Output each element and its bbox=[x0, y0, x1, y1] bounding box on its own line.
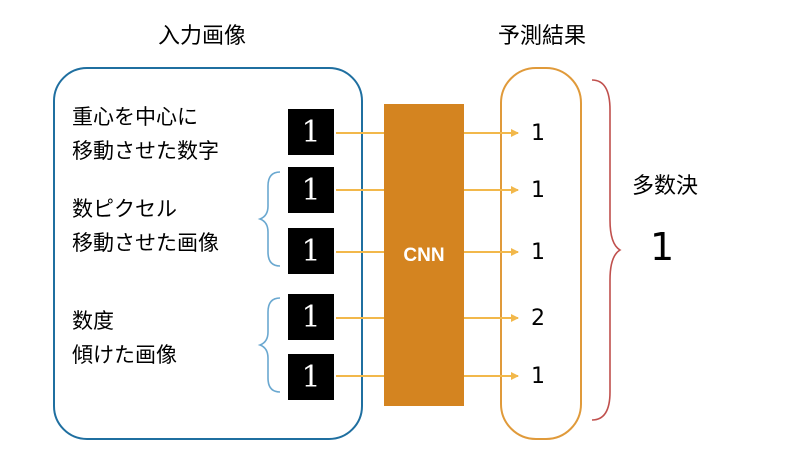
digit-thumbnail: 1 bbox=[288, 228, 334, 274]
group-label-rotated: 数度 傾けた画像 bbox=[72, 309, 177, 367]
prediction-results-heading: 予測結果 bbox=[498, 24, 587, 49]
cnn-block bbox=[384, 104, 464, 406]
prediction-value: 2 bbox=[531, 306, 545, 331]
prediction-value: 1 bbox=[531, 121, 545, 146]
prediction-results-box bbox=[500, 67, 582, 440]
digit-thumbnail: 1 bbox=[288, 354, 334, 400]
final-result: 1 bbox=[650, 225, 675, 269]
prediction-value: 1 bbox=[531, 364, 545, 389]
prediction-value: 1 bbox=[531, 240, 545, 265]
group-label-centered: 重心を中心に 移動させた数字 bbox=[72, 105, 219, 163]
large-brace bbox=[591, 79, 622, 421]
input-images-heading: 入力画像 bbox=[158, 24, 247, 49]
digit-thumbnail: 1 bbox=[288, 167, 334, 213]
small-brace bbox=[257, 171, 281, 267]
small-brace bbox=[257, 297, 281, 393]
input-images-box bbox=[53, 67, 363, 440]
prediction-value: 1 bbox=[531, 178, 545, 203]
majority-vote-label: 多数決 bbox=[632, 174, 699, 199]
digit-thumbnail: 1 bbox=[288, 294, 334, 340]
digit-thumbnail: 1 bbox=[288, 109, 334, 155]
group-label-shifted: 数ピクセル 移動させた画像 bbox=[72, 197, 219, 255]
cnn-label: CNN bbox=[403, 245, 445, 266]
